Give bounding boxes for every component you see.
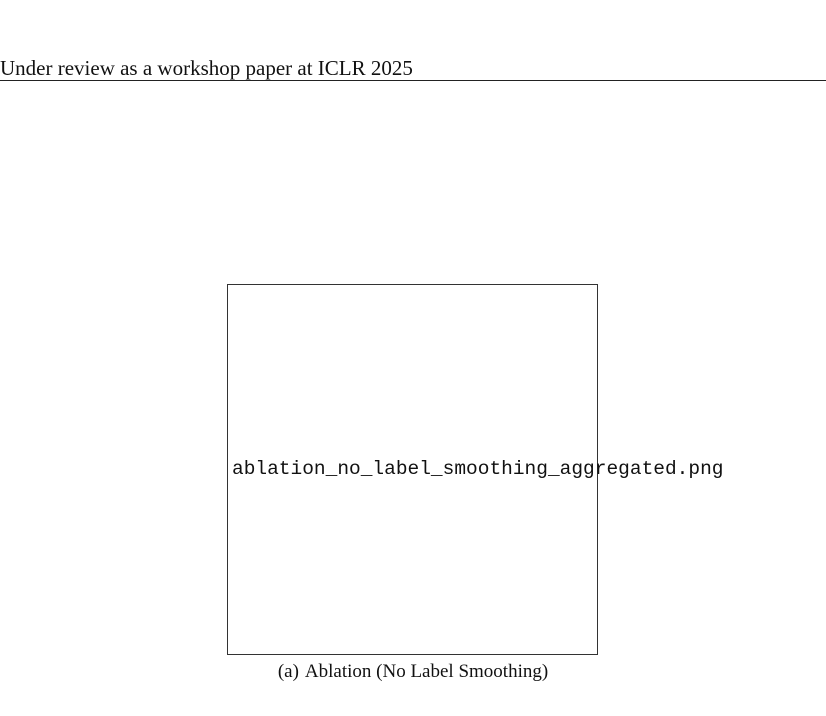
running-header: Under review as a workshop paper at ICLR… [0, 56, 413, 80]
subfigure-caption-text: Ablation (No Label Smoothing) [304, 661, 549, 682]
header-rule [0, 80, 826, 81]
subfigure-label: (a) [277, 661, 299, 682]
figure-placeholder-filename: ablation_no_label_smoothing_aggregated.p… [232, 458, 724, 480]
figure-placeholder-frame [227, 284, 598, 655]
figure-caption: (a)Ablation (No Label Smoothing) [0, 661, 826, 683]
